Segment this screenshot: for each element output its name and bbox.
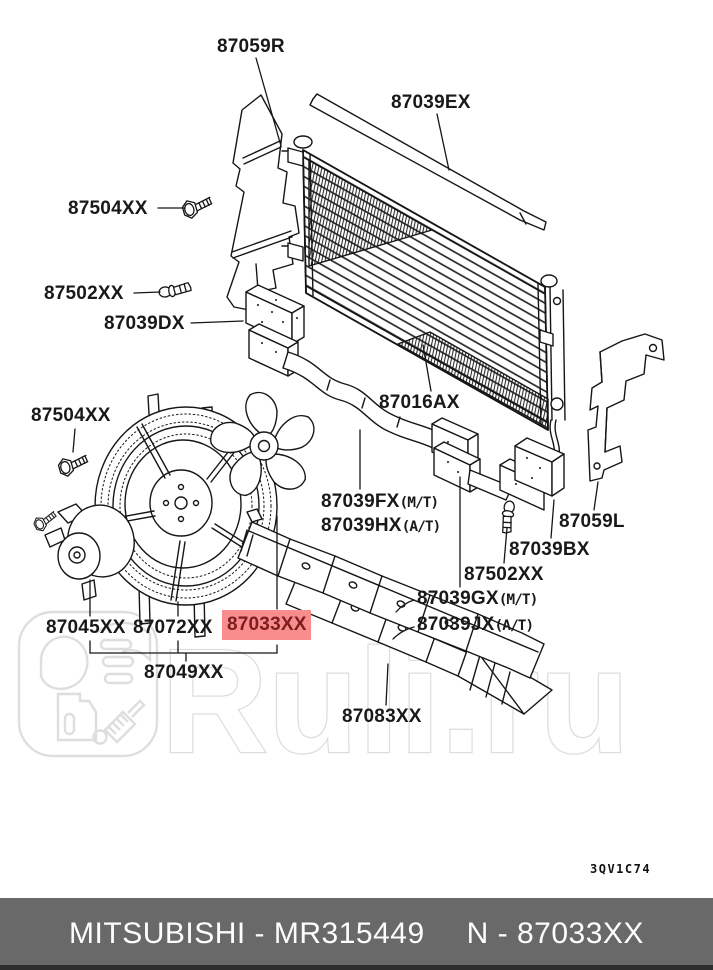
leader-lines (72, 57, 599, 706)
shock-absorber-icon (92, 699, 146, 745)
label-87504XX-a[interactable]: 87504XX (68, 198, 148, 219)
label-87039DX[interactable]: 87039DX (104, 313, 185, 334)
label-87049XX[interactable]: 87049XX (144, 662, 224, 683)
footer-part-number: N - 87033XX (466, 917, 644, 950)
foam-block-bx-drawing (514, 437, 565, 497)
clip-drawing-b (498, 499, 517, 535)
label-87033XX-selected[interactable]: 87033XX (222, 610, 311, 640)
label-87059L[interactable]: 87059L (559, 511, 625, 532)
foam-strip-fx-drawing (248, 323, 479, 469)
label-87039JX[interactable]: 87039JX(A/T) (417, 614, 534, 635)
label-87039EX[interactable]: 87039EX (391, 92, 471, 113)
label-87059R[interactable]: 87059R (217, 36, 285, 57)
label-87039HX[interactable]: 87039HX(A/T) (321, 515, 441, 536)
label-87039BX[interactable]: 87039BX (509, 539, 590, 560)
bracket-right-drawing (587, 333, 665, 482)
bar-icon (99, 638, 133, 651)
group-bracket-lines (89, 640, 278, 662)
footer-bar: MITSUBISHI - MR315449 N - 87033XX (0, 898, 713, 970)
clip-drawing-a (157, 281, 193, 300)
upper-rod-drawing (309, 93, 547, 231)
fan-blade-drawing (206, 391, 320, 501)
footer-brand-oem: MITSUBISHI - MR315449 (69, 917, 425, 950)
label-87502XX-b[interactable]: 87502XX (464, 564, 544, 585)
footer-edge-strip (0, 965, 713, 970)
air-guide-right-drawing (226, 94, 300, 313)
fender-icon (95, 621, 152, 664)
label-87083XX[interactable]: 87083XX (342, 706, 422, 727)
oil-can-slot (63, 712, 76, 736)
bar-icon (103, 672, 134, 685)
bar-icon (101, 655, 135, 668)
label-87072XX[interactable]: 87072XX (133, 617, 213, 638)
watermark-logo (17, 610, 159, 758)
label-87039FX[interactable]: 87039FX(M/T) (321, 491, 439, 512)
fan-shroud-drawing (94, 393, 278, 638)
label-87502XX-a[interactable]: 87502XX (44, 283, 124, 304)
drop-icon (39, 635, 89, 691)
bolt-drawing-a (180, 193, 215, 221)
label-87045XX[interactable]: 87045XX (46, 617, 126, 638)
label-87016AX[interactable]: 87016AX (379, 392, 460, 413)
condenser-drawing (281, 135, 566, 460)
bolt-drawing-b (56, 451, 91, 479)
diagram-code: 3QV1C74 (590, 862, 652, 876)
oil-can-icon (56, 692, 98, 742)
fan-motor-drawing (31, 503, 135, 601)
label-87039GX[interactable]: 87039GX(M/T) (417, 588, 538, 609)
label-87504XX-b[interactable]: 87504XX (31, 405, 111, 426)
